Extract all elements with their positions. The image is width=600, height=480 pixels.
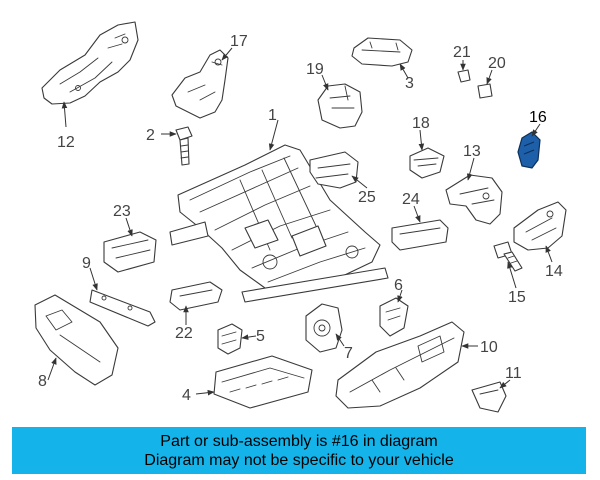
callout-5: 5 bbox=[256, 328, 265, 345]
part-1-seat-frame bbox=[169, 119, 389, 303]
part-20-plug bbox=[477, 69, 493, 99]
callout-labels: 12 17 3 19 21 20 16 2 1 18 13 25 24 23 1… bbox=[38, 33, 563, 404]
callout-23: 23 bbox=[113, 203, 131, 220]
part-11-trim bbox=[471, 379, 511, 413]
part-7-actuator bbox=[305, 303, 345, 353]
part-8-side-trim bbox=[34, 294, 119, 386]
callout-8: 8 bbox=[38, 373, 47, 390]
callout-24: 24 bbox=[402, 191, 420, 208]
part-4-control-module bbox=[195, 355, 313, 409]
callout-14: 14 bbox=[545, 263, 563, 280]
part-24-rail-cover bbox=[391, 205, 449, 251]
callout-4: 4 bbox=[182, 387, 191, 404]
banner-line-2: Diagram may not be specific to your vehi… bbox=[144, 451, 454, 469]
callout-12: 12 bbox=[57, 134, 75, 151]
callout-22: 22 bbox=[175, 325, 193, 342]
part-10-side-cover bbox=[335, 321, 478, 409]
part-18-knob bbox=[409, 129, 445, 179]
part-15-bolt bbox=[493, 241, 523, 289]
banner-line-1: Part or sub-assembly is #16 in diagram bbox=[160, 432, 438, 450]
part-13-bracket bbox=[445, 157, 503, 225]
part-12-backrest-panel bbox=[41, 21, 139, 128]
callout-11: 11 bbox=[505, 365, 522, 382]
part-22-bracket bbox=[169, 281, 223, 325]
callout-1: 1 bbox=[268, 107, 277, 124]
part-21-plug bbox=[457, 60, 471, 83]
part-17-bracket bbox=[171, 47, 233, 119]
part-19-cover bbox=[317, 74, 363, 129]
callout-10: 10 bbox=[480, 339, 498, 356]
part-2-bolt bbox=[161, 126, 193, 166]
callout-2: 2 bbox=[146, 127, 155, 144]
part-14-side-bracket bbox=[513, 201, 567, 263]
part-25-cushion-pan bbox=[309, 151, 368, 189]
part-16-seat-switch bbox=[517, 123, 541, 169]
part-9-strip bbox=[89, 267, 156, 327]
callout-18: 18 bbox=[412, 115, 430, 132]
callout-7: 7 bbox=[344, 345, 353, 362]
callout-21: 21 bbox=[453, 44, 471, 61]
callout-6: 6 bbox=[394, 277, 403, 294]
callout-20: 20 bbox=[488, 55, 506, 72]
callout-25: 25 bbox=[358, 189, 376, 206]
callout-16: 16 bbox=[529, 109, 547, 126]
callout-13: 13 bbox=[463, 143, 481, 160]
info-banner: Part or sub-assembly is #16 in diagram D… bbox=[12, 427, 586, 474]
part-23-cover bbox=[103, 217, 157, 273]
callout-15: 15 bbox=[508, 289, 526, 306]
part-3-module bbox=[351, 37, 413, 79]
callout-9: 9 bbox=[82, 255, 91, 272]
callout-3: 3 bbox=[405, 75, 414, 92]
callout-17: 17 bbox=[230, 33, 248, 50]
parts-diagram: 12 17 3 19 21 20 16 2 1 18 13 25 24 23 1… bbox=[34, 21, 567, 413]
callout-19: 19 bbox=[306, 61, 324, 78]
part-6-lever bbox=[379, 289, 409, 337]
part-5-motor bbox=[217, 323, 257, 355]
